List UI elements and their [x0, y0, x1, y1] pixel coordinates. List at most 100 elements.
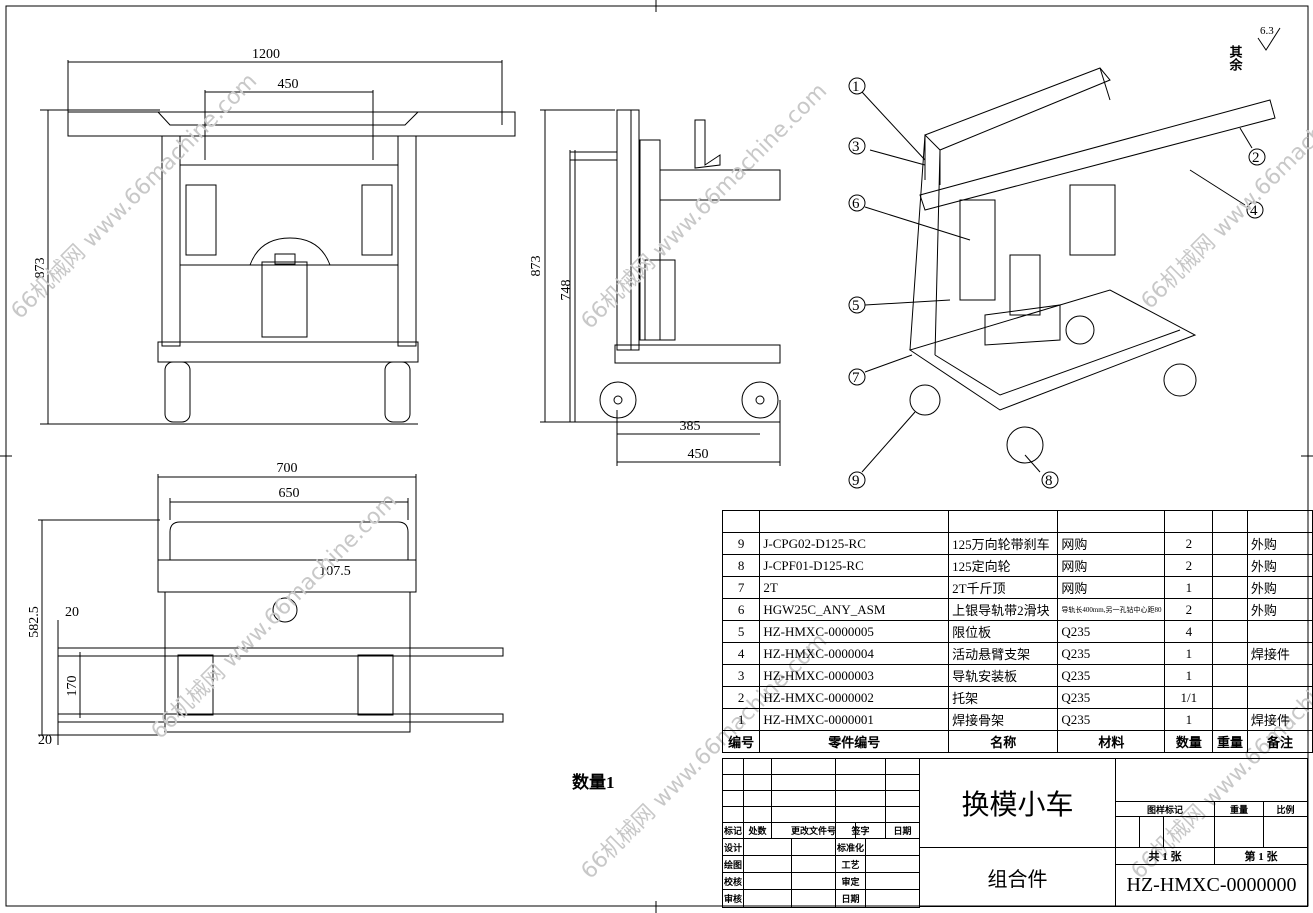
bom-cell: HZ-HMXC-0000004: [759, 642, 950, 665]
bom-cell: 2: [1164, 598, 1214, 621]
bom-cell: 2: [1164, 554, 1214, 577]
scale-label: 比例: [1263, 801, 1308, 817]
bom-cell: 3: [721, 664, 761, 687]
bom-cell: 2T: [759, 576, 950, 599]
balloon-2: 2: [1252, 150, 1260, 166]
grid-cell: [771, 758, 836, 775]
bom-cell: [1212, 664, 1248, 687]
quantity-note: 数量1: [572, 772, 615, 792]
bom-header: 数量: [1164, 730, 1214, 753]
bom-cell: [1246, 620, 1313, 643]
grid-cell: [743, 774, 772, 791]
sheets-total: 共 1 张: [1115, 847, 1215, 865]
grid-cell: [771, 774, 836, 791]
roughness-value: 6.3: [1260, 25, 1274, 37]
bom-cell: 焊接件: [1246, 708, 1313, 731]
bom-cell: 网购: [1057, 554, 1166, 577]
grid-cell: [743, 889, 792, 908]
grid-cell: [771, 806, 836, 823]
drawing-subtitle: 组合件: [919, 847, 1116, 907]
grid-cell: [865, 872, 920, 890]
bom-cell: HZ-HMXC-0000002: [759, 686, 950, 709]
bom-cell: 2: [1164, 532, 1214, 555]
svg-text:66机械网 www.66machine.com: 66机械网 www.66machine.com: [577, 79, 833, 335]
dim-top-width: 700: [277, 461, 298, 476]
bom-cell: 2T千斤顶: [948, 576, 1059, 599]
grid-cell: [885, 806, 920, 823]
bom-cell: 1: [1164, 708, 1214, 731]
dim-front-inner: 450: [278, 77, 299, 92]
bom-cell: 外购: [1246, 554, 1313, 577]
role-label: 设计: [722, 838, 744, 856]
side-view: [540, 109, 781, 466]
sheet-number: 第 1 张: [1214, 847, 1308, 865]
role-label: 审核: [722, 889, 744, 908]
roughness-symbol: [1257, 27, 1281, 51]
grid-cell: [743, 758, 772, 775]
rev-header: 标记: [722, 822, 744, 839]
rev-header: 签字: [835, 822, 886, 839]
dim-top-rail-pitch: 170: [65, 676, 80, 697]
dim-top-offset: 107.5: [319, 564, 351, 579]
balloon-6: 6: [852, 196, 860, 212]
grid-cell: [791, 872, 836, 890]
bom-cell: 5: [721, 620, 761, 643]
grid-cell: [743, 855, 792, 873]
drawing-title: 换模小车: [919, 758, 1116, 848]
bom-cell: 外购: [1246, 532, 1313, 555]
grid-cell: [722, 790, 744, 807]
bom-cell: 外购: [1246, 576, 1313, 599]
grid-cell: [722, 758, 744, 775]
bom-cell: Q235: [1057, 708, 1166, 731]
bom-empty-row: [721, 510, 1313, 533]
grid-cell: [722, 774, 744, 791]
bom-cell: [1212, 598, 1248, 621]
role-label: 日期: [835, 889, 866, 908]
bom-cell: 6: [721, 598, 761, 621]
grid-cell: [722, 806, 744, 823]
bom-cell: 网购: [1057, 576, 1166, 599]
bom-cell: [1212, 686, 1248, 709]
roughness-label: 其余: [1228, 44, 1244, 72]
grid-cell: [865, 855, 920, 873]
weight-label: 重量: [1214, 801, 1264, 817]
bom-header: 重量: [1212, 730, 1248, 753]
svg-text:66机械网 www.66machine.com: 66机械网 www.66machine.com: [7, 69, 263, 325]
bom-cell: 导轨长400mm,另一孔钻中心距80: [1057, 598, 1166, 621]
dim-side-base1: 385: [680, 419, 701, 434]
grid-cell: [885, 774, 920, 791]
bom-cell: 焊接骨架: [948, 708, 1059, 731]
bom-cell: [1246, 664, 1313, 687]
bom-cell: 限位板: [948, 620, 1059, 643]
bom-cell: Q235: [1057, 620, 1166, 643]
bom-cell: 125定向轮: [948, 554, 1059, 577]
bom-header: 编号: [721, 730, 761, 753]
bom-cell: 1: [721, 708, 761, 731]
bom-cell: 4: [1164, 620, 1214, 643]
dim-side-inner-height: 748: [559, 280, 574, 301]
front-view: [40, 60, 516, 425]
dim-top-depth: 582.5: [27, 606, 42, 638]
rev-header: 日期: [885, 822, 920, 839]
grid-cell: [791, 889, 836, 908]
balloon-3: 3: [852, 139, 860, 155]
dim-side-base2: 450: [688, 447, 709, 462]
grid-cell: [743, 872, 792, 890]
bom-cell: 1: [1164, 642, 1214, 665]
bom-cell: J-CPG02-D125-RC: [759, 532, 950, 555]
balloon-7: 7: [852, 370, 860, 386]
svg-text:66机械网 www.66machine.com: 66机械网 www.66machine.com: [147, 489, 403, 745]
balloon-1: 1: [852, 79, 860, 95]
bom-cell: 9: [721, 532, 761, 555]
grid-cell: [743, 806, 772, 823]
bom-cell: 外购: [1246, 598, 1313, 621]
bom-header: 零件编号: [759, 730, 950, 753]
dim-front-width: 1200: [252, 47, 280, 62]
